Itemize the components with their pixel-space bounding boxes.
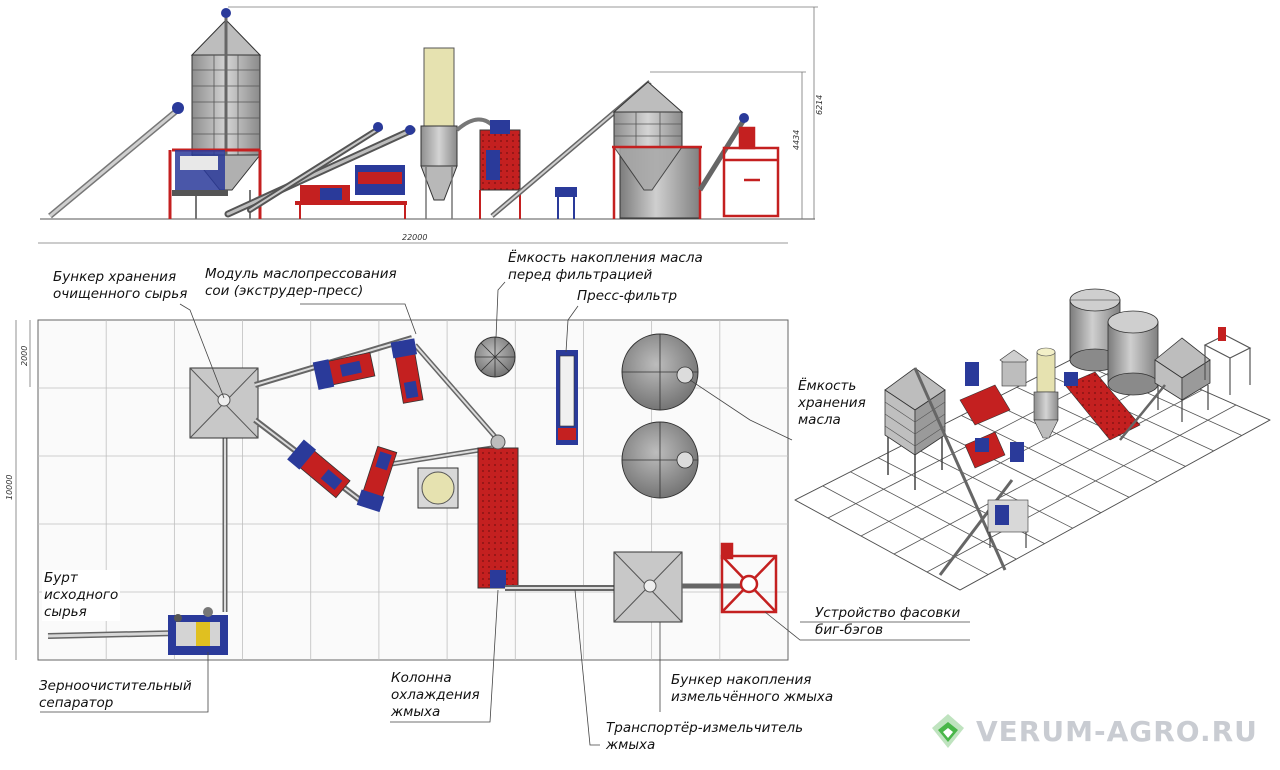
- elevation-silo-raw: [168, 8, 262, 219]
- iso-cooling-column: [1064, 371, 1141, 441]
- elevation-auger-left: [48, 102, 184, 219]
- watermark: VERUM-AGRO.RU: [928, 712, 1258, 750]
- isometric-view: [794, 288, 1271, 591]
- elevation-view: 6214 4434: [40, 6, 824, 220]
- elevation-small-stand: [555, 187, 577, 219]
- plan-cake-bunker: [613, 551, 683, 623]
- leader-lines: [40, 281, 970, 746]
- plan-cyclone: [417, 467, 459, 509]
- dim-total-height: 6214: [815, 95, 824, 115]
- plan-press-module-1: [312, 351, 376, 390]
- iso-conveyor-long: [938, 479, 1014, 576]
- plan-dim-cell: 2000: [20, 346, 29, 366]
- plan-cooling-column: [477, 434, 519, 589]
- label-grain-separator: Зерноочистительный сепаратор: [39, 678, 192, 711]
- plan-press-module-3: [287, 439, 351, 499]
- plan-oil-tank-pre: [474, 336, 516, 378]
- label-cake-bunker: Бункер накопления измельчённого жмыха: [671, 672, 834, 705]
- plan-bigbag: [720, 542, 778, 614]
- iso-oil-tank-2: [1107, 310, 1159, 396]
- label-conveyor-crusher: Транспортёр-измельчитель жмыха: [606, 720, 804, 753]
- elevation-bigbag: [722, 126, 780, 218]
- iso-press-modules: [959, 362, 1024, 469]
- verum-logo-icon: [932, 714, 964, 748]
- plan-dim-width: 10000: [5, 475, 14, 500]
- plan-press-module-2: [390, 338, 424, 404]
- elevation-conveyors: [224, 122, 416, 218]
- iso-bigbag: [1203, 327, 1252, 395]
- plan-raw-auger: [47, 630, 181, 639]
- plan-press-module-4: [356, 445, 398, 513]
- iso-cyclone: [1033, 347, 1059, 439]
- iso-silo: [884, 367, 1007, 571]
- label-cooling-column: Колонна охлаждения жмыха: [391, 670, 480, 720]
- elevation-cyclone: [420, 47, 497, 219]
- label-press-module: Модуль маслопрессования сои (экструдер-п…: [205, 266, 397, 299]
- elevation-cake-bunker: [612, 81, 749, 219]
- label-oil-tank-pre: Ёмкость накопления масла перед фильтраци…: [508, 250, 703, 283]
- plan-view: 22000 10000 2000: [5, 233, 970, 746]
- plan-separator: [168, 607, 228, 655]
- label-bigbag-device: Устройство фасовки биг-бэгов: [815, 605, 961, 638]
- label-press-filter: Пресс-фильтр: [577, 288, 678, 304]
- plan-dim-length: 22000: [402, 233, 427, 242]
- plan-press-filter: [556, 350, 578, 445]
- plan-oil-storage-tank-1: [621, 333, 699, 411]
- watermark-text: VERUM-AGRO.RU: [976, 714, 1258, 748]
- dim-silo-height: 4434: [792, 130, 801, 150]
- label-storage-bunker: Бункер хранения очищенного сырья: [53, 269, 188, 302]
- iso-separator: [987, 499, 1029, 548]
- plan-oil-storage-tank-2: [621, 421, 699, 499]
- iso-cake-bunker: [1119, 337, 1211, 441]
- elevation-dimensions: [228, 6, 818, 219]
- plan-storage-bunker: [189, 367, 259, 439]
- elevation-press-modules: [295, 165, 407, 219]
- label-raw-pile: Бурт исходного сырья: [42, 570, 121, 621]
- label-oil-storage: Ёмкость хранения масла: [798, 378, 866, 428]
- iso-oil-tank-1: [1069, 288, 1121, 372]
- iso-small-tank: [999, 349, 1029, 387]
